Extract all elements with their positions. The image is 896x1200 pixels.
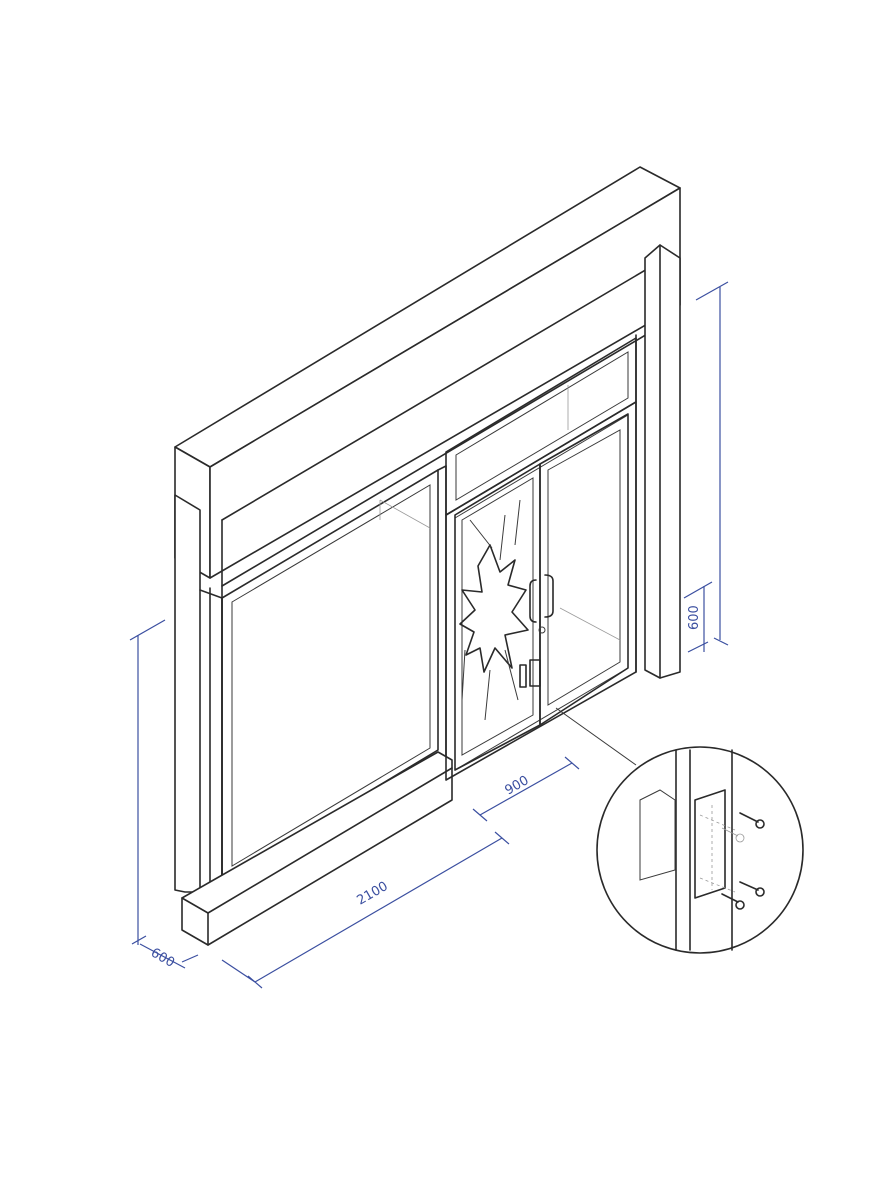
dimension-left-depth: 600 xyxy=(139,943,199,971)
window-sill xyxy=(181,751,453,946)
fasteners xyxy=(721,812,765,910)
broken-glass xyxy=(459,499,529,721)
dim-label-600-right: 600 xyxy=(687,605,702,630)
dim-label-2100: 2100 xyxy=(355,879,391,909)
detail-callout xyxy=(555,707,804,954)
dimension-right-height: 600 xyxy=(683,281,729,653)
dimension-door-width: 900 xyxy=(472,756,580,822)
screw-icon xyxy=(721,893,745,910)
header-beam xyxy=(174,166,681,587)
left-pilaster xyxy=(174,494,223,893)
screw-icon xyxy=(721,827,745,843)
dim-label-600-left: 600 xyxy=(148,945,177,970)
screw-icon xyxy=(739,881,765,897)
screw-icon xyxy=(739,812,765,829)
door-handles xyxy=(529,574,554,634)
door-hinge xyxy=(519,659,541,688)
right-door-leaf xyxy=(539,413,629,726)
right-pilaster xyxy=(635,244,681,679)
dimension-left-height xyxy=(129,619,166,945)
